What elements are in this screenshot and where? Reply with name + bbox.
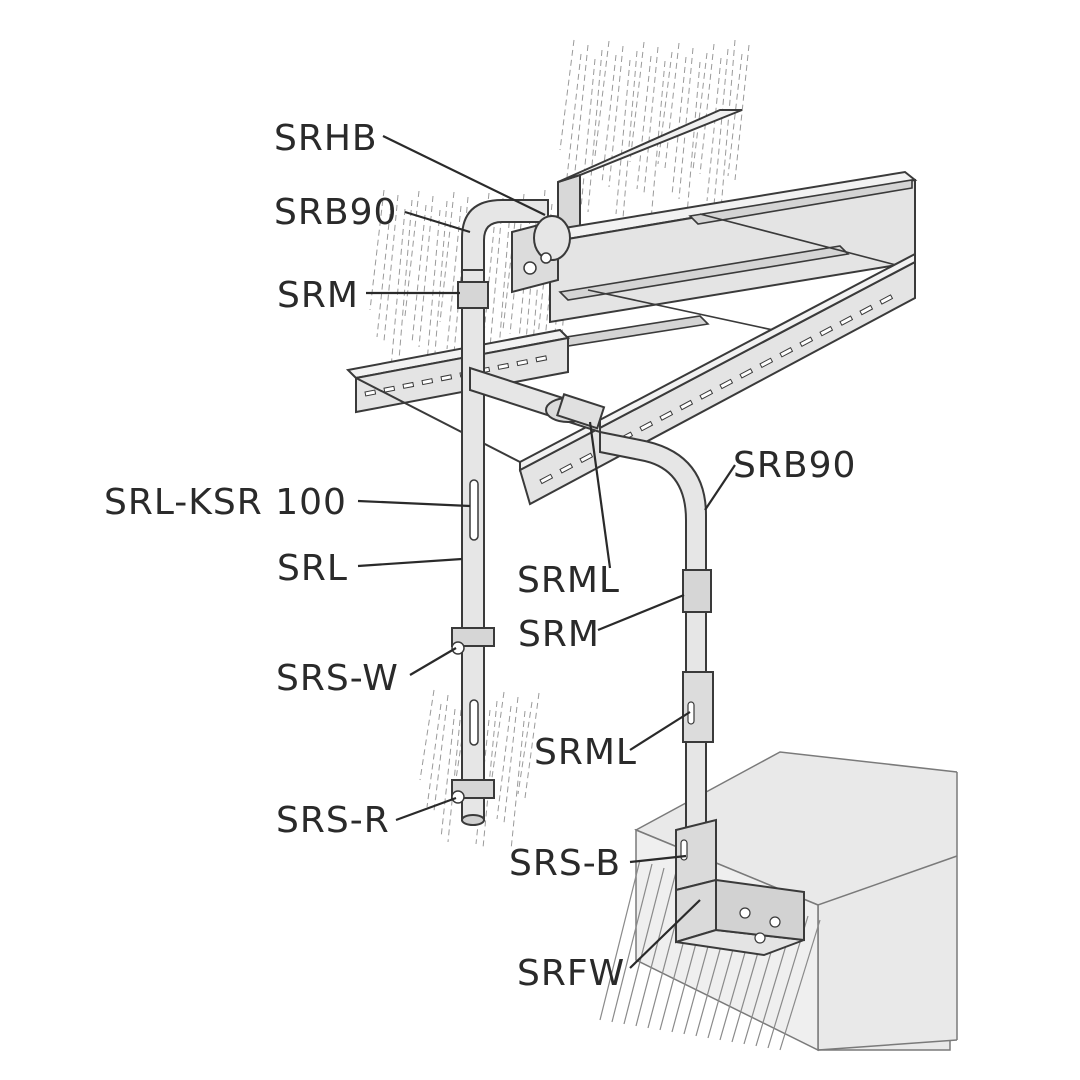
block-hatch-line bbox=[599, 859, 641, 1021]
wall-hatch-line bbox=[608, 45, 624, 188]
wall-hatch-line bbox=[482, 700, 498, 849]
label-srs-w: SRS-W bbox=[276, 658, 399, 699]
wall-hatch-line bbox=[559, 39, 575, 151]
wall-hatch-line bbox=[439, 191, 455, 323]
label-srl: SRL bbox=[277, 548, 348, 589]
wall-hatch-line bbox=[650, 60, 666, 221]
label-srl-ksr-100: SRL-KSR 100 bbox=[104, 482, 347, 523]
srhb-bracket bbox=[511, 215, 571, 294]
wall-hatch-line bbox=[524, 692, 540, 799]
wall-hatch-line bbox=[699, 43, 715, 175]
rail-slot bbox=[739, 368, 754, 379]
wall-hatch-line bbox=[390, 208, 406, 369]
wall-hatch-line bbox=[629, 41, 645, 163]
rail-slot bbox=[819, 325, 834, 337]
wall-hatch-line bbox=[580, 58, 596, 209]
wall-hatch-line bbox=[489, 691, 505, 793]
wall-hatch-line bbox=[510, 710, 526, 851]
wall-hatch-line bbox=[615, 59, 631, 215]
wall-hatch-line bbox=[397, 199, 413, 373]
rail-slot bbox=[839, 315, 854, 326]
right-pipe-assembly bbox=[469, 366, 805, 957]
wall-hatch-line bbox=[376, 203, 392, 338]
label-srs-r: SRS-R bbox=[276, 800, 390, 841]
wall-hatch-line bbox=[720, 39, 736, 210]
wall-hatch-line bbox=[636, 55, 652, 190]
wall-hatch-line bbox=[727, 53, 743, 177]
block-hatch-line bbox=[611, 863, 653, 1023]
wall-hatch-line bbox=[692, 52, 708, 171]
rail-slot bbox=[516, 359, 529, 367]
wall-hatch-line bbox=[713, 48, 729, 206]
rail-slot bbox=[879, 294, 894, 305]
wall-hatch-line bbox=[496, 705, 512, 820]
wall-hatch-line bbox=[664, 42, 680, 169]
wall-hatch-line bbox=[453, 196, 469, 354]
rail-slot bbox=[421, 378, 434, 386]
label-srm-right: SRM bbox=[518, 614, 600, 655]
rail-slot bbox=[364, 389, 377, 397]
wall-hatch-line bbox=[426, 703, 442, 808]
label-srs-b: SRS-B bbox=[509, 843, 621, 884]
wall-hatch-line bbox=[622, 50, 638, 219]
rail-slot bbox=[535, 355, 548, 363]
wall-hatch-line bbox=[503, 696, 519, 824]
wall-hatch-line bbox=[404, 190, 420, 317]
rail-slot bbox=[497, 362, 510, 370]
rail-slot bbox=[383, 385, 396, 393]
rail-slot bbox=[559, 463, 574, 474]
wall-hatch-line bbox=[517, 701, 533, 795]
wall-hatch-line bbox=[678, 47, 694, 200]
wall-hatch-line bbox=[685, 61, 701, 227]
wall-hatch-line bbox=[418, 195, 434, 348]
label-srml-right: SRML bbox=[534, 732, 637, 773]
wall-hatch-line bbox=[643, 46, 659, 194]
label-srml-center: SRML bbox=[517, 560, 620, 601]
part-labels: SRHB SRB90 SRM SRL-KSR 100 SRL SRS-W SRS… bbox=[104, 118, 856, 994]
wall-hatch-line bbox=[419, 689, 435, 781]
rail-slot bbox=[579, 452, 594, 464]
rail-slot bbox=[639, 420, 654, 432]
wall-hatch-line bbox=[706, 57, 722, 202]
label-srm-top: SRM bbox=[277, 275, 359, 316]
rail-slot bbox=[859, 304, 874, 316]
wall-hatch-line bbox=[587, 49, 603, 213]
wall-hatch-line bbox=[446, 205, 462, 350]
rail-slot bbox=[779, 347, 794, 358]
rail-slot bbox=[759, 357, 774, 369]
label-srb90-right: SRB90 bbox=[733, 445, 856, 486]
wall-hatch-line bbox=[502, 202, 518, 331]
rail-slots bbox=[364, 294, 894, 485]
wall-hatch-line bbox=[488, 197, 504, 360]
label-srhb: SRHB bbox=[274, 118, 378, 159]
rail-slot bbox=[679, 399, 694, 411]
wall-hatch-line bbox=[383, 194, 399, 342]
rail-slot bbox=[440, 374, 453, 382]
wall-hatch-line bbox=[671, 56, 687, 196]
leader-lines bbox=[357, 135, 736, 969]
block-hatch-line bbox=[635, 871, 677, 1027]
rail-slot bbox=[539, 473, 554, 485]
wall-hatch-line bbox=[573, 44, 589, 182]
wall-hatch-line bbox=[657, 51, 673, 165]
rail-slot bbox=[799, 336, 814, 347]
block-hatch-line bbox=[623, 867, 665, 1025]
wall-hatch-line bbox=[454, 690, 470, 787]
wall-hatch-line bbox=[601, 54, 617, 184]
wall-hatch-line bbox=[440, 708, 456, 839]
left-pipe-assembly bbox=[451, 199, 549, 826]
block-hatch-line bbox=[779, 919, 821, 1051]
rail-slot bbox=[719, 378, 734, 390]
wall-hatch-line bbox=[566, 53, 582, 178]
label-srb90-top: SRB90 bbox=[274, 192, 397, 233]
wall-hatch-line bbox=[447, 699, 463, 843]
rail-slot bbox=[659, 410, 674, 421]
rail-slot bbox=[699, 389, 714, 400]
label-srfw: SRFW bbox=[517, 953, 625, 994]
wall-hatch-line bbox=[369, 189, 385, 311]
rail-slot bbox=[402, 381, 415, 389]
wall-hatch-line bbox=[411, 204, 427, 344]
wall-hatch-line bbox=[734, 44, 750, 181]
